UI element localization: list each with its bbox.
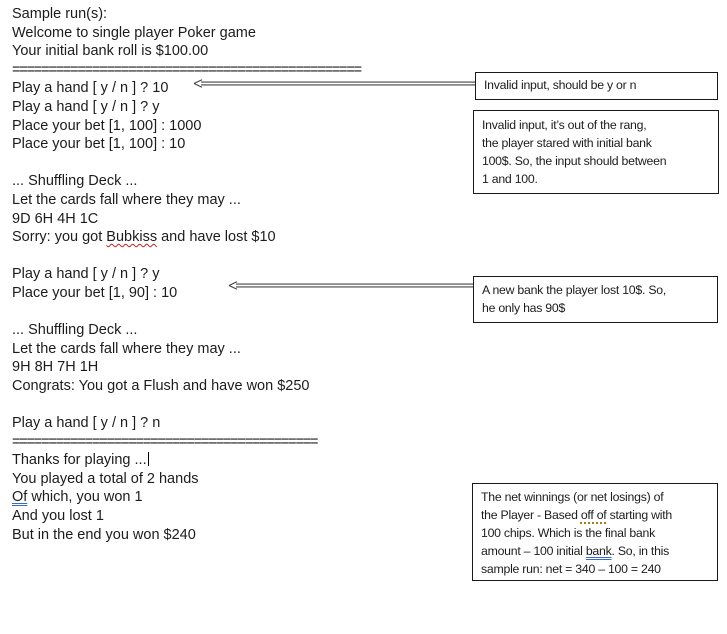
callout-text: The net winnings (or net losings) of the…	[481, 490, 664, 522]
style-flagged-phrase: off of	[580, 508, 607, 522]
grammar-flagged-word: bank	[585, 544, 612, 558]
console-line: Place your bet [1, 90] : 10	[12, 284, 178, 301]
console-line: You played a total of 2 hands	[12, 470, 199, 487]
callout-net-winnings[interactable]: The net winnings (or net losings) of the…	[472, 483, 718, 581]
console-line: Of which, you won 1	[12, 488, 452, 507]
console-line: Place your bet [1, 100] : 1000	[12, 117, 202, 134]
arrow-invalid-yn-connector[interactable]	[193, 79, 475, 89]
console-line: Let the cards fall where they may ...	[12, 191, 241, 208]
console-line: Your initial bank roll is $100.00	[12, 43, 209, 60]
console-line: Play a hand [ y / n ] ? 10	[12, 80, 169, 97]
line-text: Thanks for playing ...	[12, 452, 147, 469]
console-line: ... Shuffling Deck ...	[12, 322, 138, 339]
line-text: which, you won 1	[27, 489, 143, 506]
callout-text: . So, in this sample run: net = 340 – 10…	[481, 544, 670, 576]
line-text: and have lost $10	[157, 229, 276, 246]
console-line: 9H 8H 7H 1H	[12, 359, 99, 376]
console-line: Play a hand [ y / n ] ? n	[12, 415, 161, 432]
callout-text: starting with 100 chips. Which is the fi…	[481, 508, 672, 558]
callout-new-bank[interactable]: A new bank the player lost 10$. So, he o…	[473, 276, 718, 323]
text-cursor	[147, 452, 149, 467]
console-line: Congrats: You got a Flush and have won $…	[12, 377, 310, 394]
blank-line	[12, 395, 452, 414]
arrow-new-bank-connector[interactable]	[228, 281, 473, 291]
console-line: Thanks for playing ...	[12, 451, 452, 470]
console-line: ... Shuffling Deck ...	[12, 173, 138, 190]
console-line: Let the cards fall where they may ...	[12, 340, 241, 357]
callout-invalid-range[interactable]: Invalid input, it’s out of the rang, the…	[473, 110, 719, 194]
blank-line	[12, 303, 452, 322]
blank-line	[12, 247, 452, 266]
equals-divider: ========================================…	[12, 433, 318, 450]
misspelled-word: Bubkiss	[106, 229, 158, 246]
equals-divider: ========================================…	[12, 61, 362, 78]
callout-invalid-yn[interactable]: Invalid input, should be y or n	[475, 72, 718, 100]
console-line: Place your bet [1, 100] : 10	[12, 136, 186, 153]
blank-line	[12, 154, 452, 173]
console-line: Welcome to single player Poker game	[12, 24, 256, 41]
console-line: Play a hand [ y / n ] ? y	[12, 266, 160, 283]
console-line: Play a hand [ y / n ] ? y	[12, 98, 160, 115]
console-line: But in the end you won $240	[12, 526, 196, 543]
line-text: Sorry: you got	[12, 229, 107, 246]
console-line: 9D 6H 4H 1C	[12, 210, 99, 227]
grammar-flagged-word: Of	[12, 489, 28, 506]
console-line: Sorry: you got Bubkiss and have lost $10	[12, 228, 452, 247]
console-text-area[interactable]: Sample run(s): Welcome to single player …	[12, 5, 452, 544]
console-line: And you lost 1	[12, 508, 104, 525]
console-line: Sample run(s):	[12, 6, 108, 22]
